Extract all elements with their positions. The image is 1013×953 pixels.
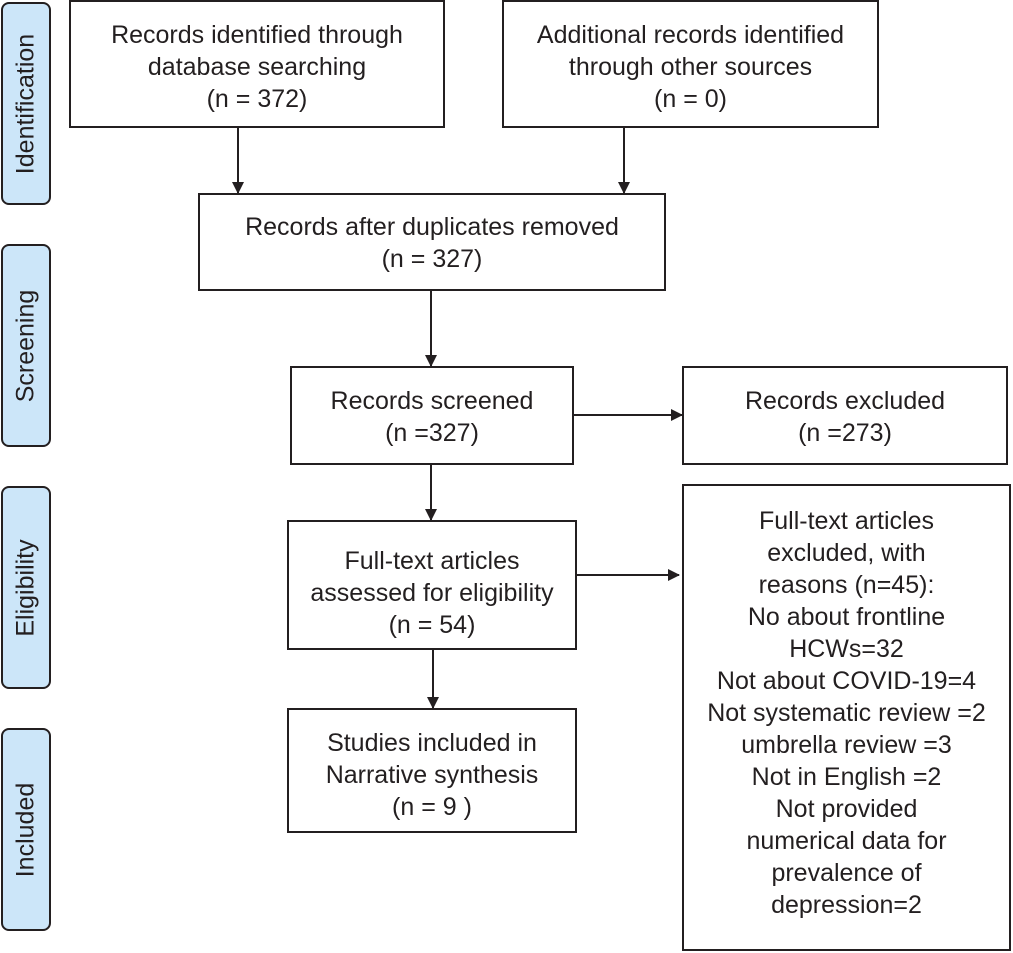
- box-line: Full-text articles: [758, 507, 935, 535]
- box-line: (n = 372): [206, 85, 308, 113]
- box-line: Not about COVID-19=4: [716, 667, 977, 695]
- box-line: Additional records identified: [536, 21, 845, 49]
- box-duplicates-removed: Records after duplicates removed (n = 32…: [198, 193, 666, 291]
- box-line: HCWs=32: [789, 635, 904, 663]
- box-line: Records excluded: [744, 387, 946, 415]
- box-studies-included: Studies included in Narrative synthesis …: [287, 708, 577, 833]
- box-line: depression=2: [771, 891, 922, 919]
- stage-screening: Screening: [1, 244, 51, 447]
- box-line: database searching: [147, 53, 367, 81]
- box-other-sources: Additional records identified through ot…: [502, 0, 879, 128]
- box-line: (n = 9 ): [392, 793, 472, 821]
- box-line: Not systematic review =2: [707, 699, 986, 727]
- box-line: Not in English =2: [751, 763, 942, 791]
- box-line: (n = 327): [381, 245, 483, 273]
- box-line: reasons (n=45):: [758, 571, 935, 599]
- box-records-excluded: Records excluded (n =273): [682, 366, 1008, 465]
- stage-identification: Identification: [1, 2, 51, 205]
- box-line: (n = 54): [388, 611, 476, 639]
- box-line: (n =273): [798, 419, 892, 447]
- stage-eligibility: Eligibility: [1, 486, 51, 689]
- box-line: Records screened: [330, 387, 534, 415]
- box-line: Records after duplicates removed: [245, 213, 619, 241]
- box-line: assessed for eligibility: [310, 579, 554, 607]
- box-line: No about frontline: [747, 603, 946, 631]
- box-fulltext-assessed: Full-text articles assessed for eligibil…: [287, 520, 577, 650]
- box-line: excluded, with: [767, 539, 926, 567]
- box-database-records: Records identified through database sear…: [69, 0, 445, 128]
- box-line: Not provided: [775, 795, 918, 823]
- box-line: (n = 0): [654, 85, 727, 113]
- box-line: Records identified through: [111, 21, 403, 49]
- box-line: prevalence of: [771, 859, 922, 887]
- box-line: Studies included in: [327, 729, 537, 757]
- box-line: through other sources: [568, 53, 813, 81]
- stage-included: Included: [1, 728, 51, 931]
- box-records-screened: Records screened (n =327): [290, 366, 574, 465]
- box-line: Narrative synthesis: [325, 761, 539, 789]
- box-line: (n =327): [385, 419, 479, 447]
- box-line: umbrella review =3: [741, 731, 952, 759]
- box-fulltext-excluded: Full-text articles excluded, with reason…: [682, 484, 1011, 951]
- box-line: Full-text articles: [344, 547, 520, 575]
- box-line: numerical data for: [746, 827, 947, 855]
